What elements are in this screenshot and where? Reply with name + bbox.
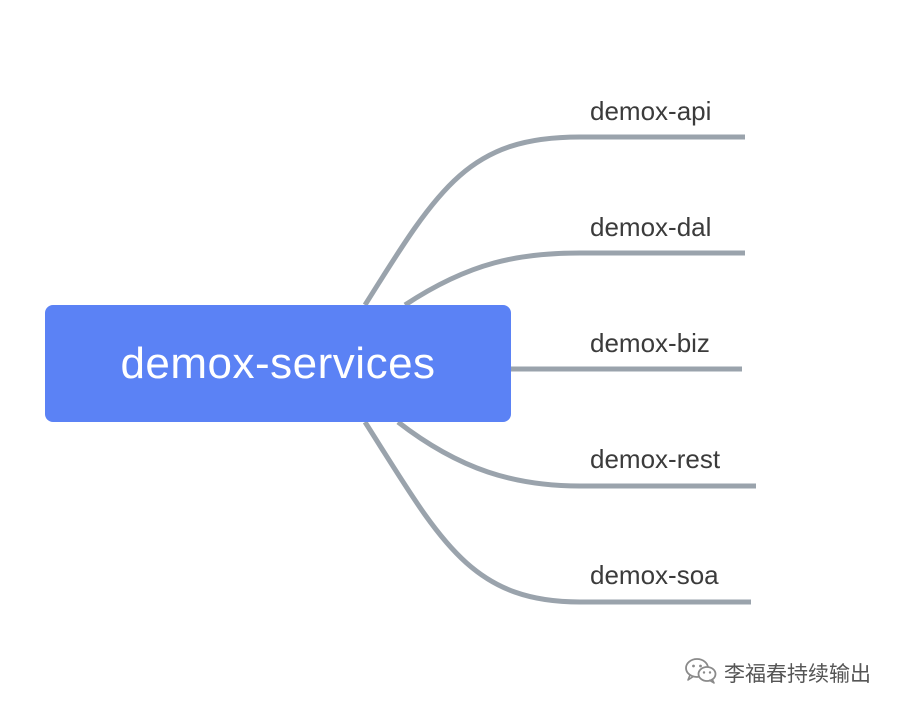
connector-demox-dal	[403, 250, 745, 308]
branch-label-demox-biz[interactable]: demox-biz	[590, 328, 710, 358]
branch-label-demox-api[interactable]: demox-api	[590, 96, 712, 126]
branch-label-demox-soa[interactable]: demox-soa	[590, 560, 719, 590]
root-node-label: demox-services	[120, 338, 436, 388]
root-node[interactable]: demox-services	[45, 305, 511, 422]
branch-label-demox-dal[interactable]: demox-dal	[590, 212, 712, 242]
connector-demox-soa	[362, 420, 751, 605]
watermark: 李福春持续输出	[684, 657, 871, 690]
connector-demox-api	[362, 134, 745, 307]
connector-demox-rest	[396, 420, 756, 489]
watermark-text: 李福春持续输出	[724, 662, 871, 686]
wechat-icon	[684, 657, 718, 690]
branch-label-demox-rest[interactable]: demox-rest	[590, 444, 721, 474]
